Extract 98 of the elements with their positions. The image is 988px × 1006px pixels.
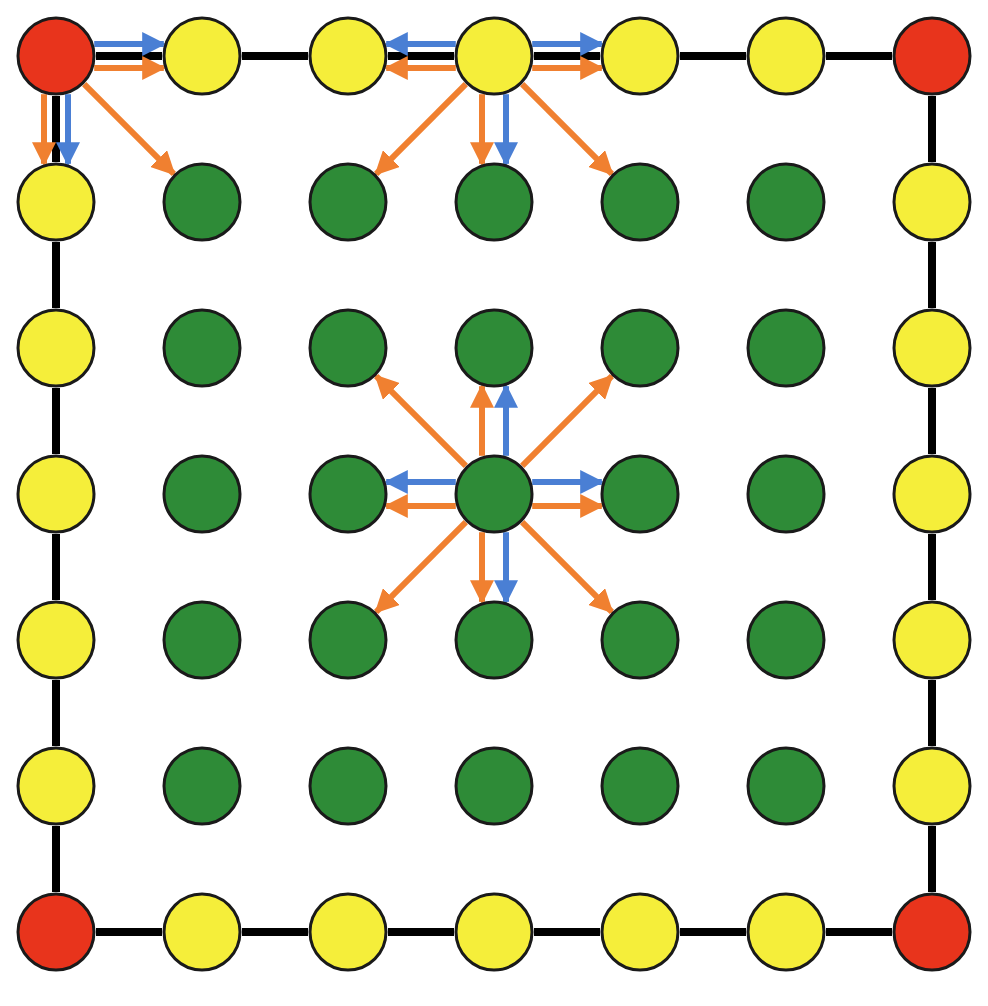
arrow <box>374 374 468 468</box>
arrow <box>470 94 494 167</box>
connector-line <box>52 826 60 892</box>
arrow <box>532 56 605 80</box>
arrow <box>520 374 614 468</box>
circle-node <box>16 16 96 96</box>
connector-line <box>242 52 308 60</box>
arrow <box>494 532 518 605</box>
circle-node <box>162 454 242 534</box>
arrow <box>32 94 56 167</box>
circle-node <box>162 162 242 242</box>
arrow <box>520 82 614 176</box>
circle-node <box>892 308 972 388</box>
arrow <box>532 32 605 56</box>
arrow <box>94 32 167 56</box>
arrow <box>82 82 176 176</box>
circle-node <box>162 746 242 826</box>
circle-node <box>308 16 388 96</box>
connector-line <box>680 52 746 60</box>
circle-node <box>454 746 534 826</box>
circle-node <box>746 308 826 388</box>
circle-node <box>308 308 388 388</box>
circle-node <box>162 308 242 388</box>
circle-node <box>892 892 972 972</box>
connector-line <box>96 928 162 936</box>
circle-node <box>162 600 242 680</box>
circle-node <box>600 16 680 96</box>
circle-node <box>892 454 972 534</box>
connector-line <box>242 928 308 936</box>
circle-node <box>892 162 972 242</box>
circle-node <box>600 746 680 826</box>
circle-node <box>162 892 242 972</box>
connector-line <box>680 928 746 936</box>
circle-node <box>308 454 388 534</box>
circle-node <box>892 16 972 96</box>
connector-line <box>52 96 60 162</box>
circle-node <box>16 162 96 242</box>
connector-line <box>534 52 600 60</box>
connector-line <box>928 388 936 454</box>
circle-node <box>746 16 826 96</box>
arrow <box>383 470 456 494</box>
connector-line <box>96 52 162 60</box>
arrow <box>520 520 614 614</box>
circle-node <box>746 892 826 972</box>
circle-node <box>600 892 680 972</box>
circle-node <box>16 892 96 972</box>
circle-node <box>600 454 680 534</box>
arrow <box>56 94 80 167</box>
circle-node <box>454 308 534 388</box>
connector-line <box>928 680 936 746</box>
connector-line <box>928 242 936 308</box>
circle-node <box>746 600 826 680</box>
arrow <box>383 494 456 518</box>
arrow <box>494 383 518 456</box>
arrow <box>470 532 494 605</box>
circle-node <box>454 454 534 534</box>
circle-node <box>308 600 388 680</box>
circle-node <box>16 454 96 534</box>
connector-line <box>52 534 60 600</box>
connector-line <box>388 52 454 60</box>
circle-node <box>162 16 242 96</box>
arrow <box>374 520 468 614</box>
circle-node <box>454 162 534 242</box>
arrow <box>532 470 605 494</box>
connector-line <box>52 680 60 746</box>
arrow <box>374 82 468 176</box>
connector-line <box>388 928 454 936</box>
connector-line <box>52 242 60 308</box>
circle-node <box>454 600 534 680</box>
circle-node <box>600 308 680 388</box>
arrow <box>470 383 494 456</box>
connector-line <box>928 534 936 600</box>
circle-node <box>308 162 388 242</box>
circle-node <box>454 892 534 972</box>
arrow <box>494 94 518 167</box>
circle-node <box>746 746 826 826</box>
arrow <box>383 32 456 56</box>
arrow <box>532 494 605 518</box>
connector-line <box>534 928 600 936</box>
circle-node <box>892 746 972 826</box>
circle-node <box>746 454 826 534</box>
circle-node <box>600 162 680 242</box>
connector-line <box>52 388 60 454</box>
arrow <box>94 56 167 80</box>
circle-node <box>308 892 388 972</box>
circle-node <box>600 600 680 680</box>
circle-node <box>16 600 96 680</box>
circle-node <box>308 746 388 826</box>
circle-node <box>892 600 972 680</box>
circle-node <box>454 16 534 96</box>
connector-line <box>826 928 892 936</box>
connector-line <box>826 52 892 60</box>
connector-line <box>928 826 936 892</box>
connector-line <box>928 96 936 162</box>
circle-node <box>16 746 96 826</box>
circle-node <box>746 162 826 242</box>
arrow <box>383 56 456 80</box>
circle-node <box>16 308 96 388</box>
